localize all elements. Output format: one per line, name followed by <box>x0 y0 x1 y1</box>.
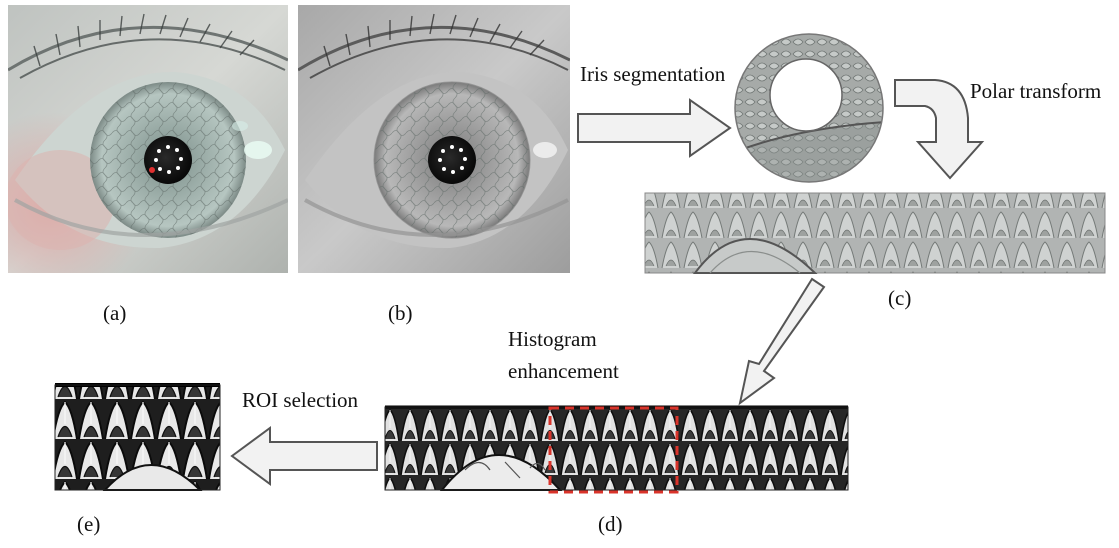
step-label-enhancement: enhancement <box>508 359 619 383</box>
arrow-segmentation <box>578 100 730 156</box>
step-label-roi-selection: ROI selection <box>242 388 359 412</box>
panel-label-a: (a) <box>103 301 126 325</box>
segmented-iris-ring <box>735 34 885 190</box>
arrow-roi-selection <box>232 428 377 484</box>
arrow-polar-transform <box>895 80 982 178</box>
eye-image-b <box>298 5 570 273</box>
panel-label-d: (d) <box>598 512 623 536</box>
step-label-polar-transform: Polar transform <box>970 79 1101 103</box>
enhanced-strip-d <box>385 407 848 490</box>
polar-strip-c <box>645 193 1105 273</box>
arrow-to-enhancement <box>740 279 824 403</box>
step-label-histogram: Histogram <box>508 327 597 351</box>
panel-label-e: (e) <box>77 512 100 536</box>
roi-image-e <box>55 385 220 490</box>
eye-image-a <box>5 5 288 273</box>
step-label-iris-segmentation: Iris segmentation <box>580 62 726 86</box>
panel-label-c: (c) <box>888 286 911 310</box>
panel-label-b: (b) <box>388 301 413 325</box>
